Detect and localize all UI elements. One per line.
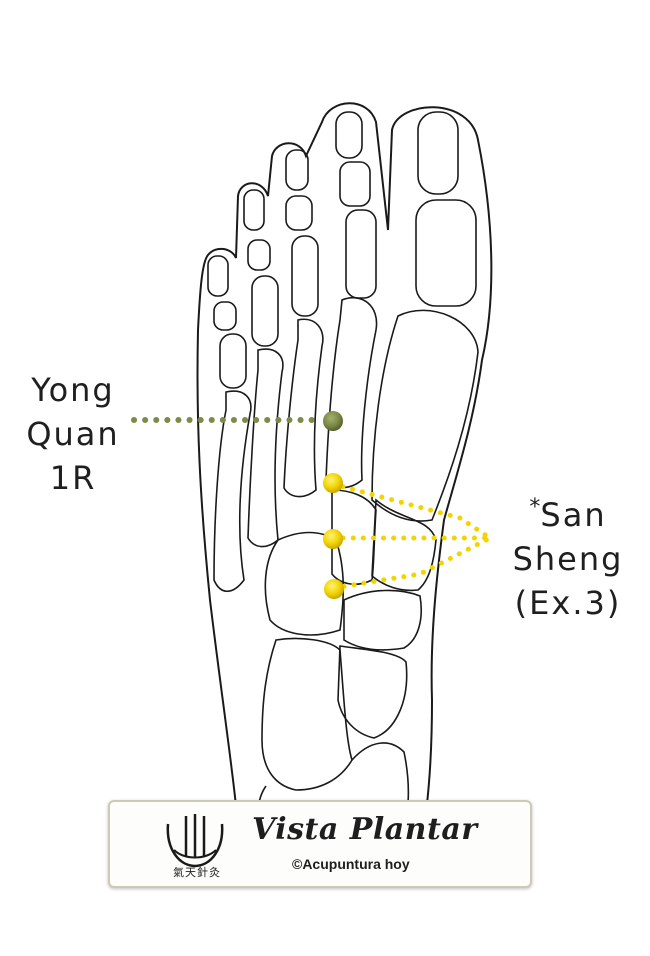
- san-sheng-leader-lower: [331, 535, 493, 591]
- phalanges: [207, 111, 477, 389]
- yong-quan-label-line-1: Yong: [31, 371, 115, 409]
- yong-quan-label-line-3: 1R: [49, 459, 97, 497]
- san-sheng-label-line-3: (Ex.3): [514, 584, 622, 622]
- banner-copyright: ©Acupuntura hoy: [292, 856, 410, 872]
- asterisk-marker: *: [529, 495, 541, 520]
- foot-outline: [196, 102, 493, 851]
- banner-title: Vista Plantar: [252, 812, 478, 847]
- acupuncture-needles-logo-icon: [166, 814, 224, 868]
- san-sheng-label-line-2: Sheng: [512, 540, 624, 578]
- logo-text: 氣天針灸: [173, 866, 221, 879]
- yong-quan-point: [323, 411, 343, 431]
- san-sheng-label: *San Sheng (Ex.3): [488, 486, 648, 625]
- san-sheng-point-middle: [323, 529, 343, 549]
- san-sheng-label-text-1: San: [540, 496, 607, 534]
- san-sheng-point-lower: [324, 579, 344, 599]
- yong-quan-point-group: [131, 411, 343, 431]
- yong-quan-label-line-2: Quan: [26, 415, 120, 453]
- title-banner: 氣天針灸 Vista Plantar ©Acupuntura hoy: [108, 800, 532, 888]
- san-sheng-label-line-1: *San: [488, 486, 648, 537]
- san-sheng-point-upper: [323, 473, 343, 493]
- san-sheng-leader-upper: [330, 481, 493, 541]
- yong-quan-label: Yong Quan 1R: [8, 368, 138, 500]
- san-sheng-point-group: [323, 473, 493, 599]
